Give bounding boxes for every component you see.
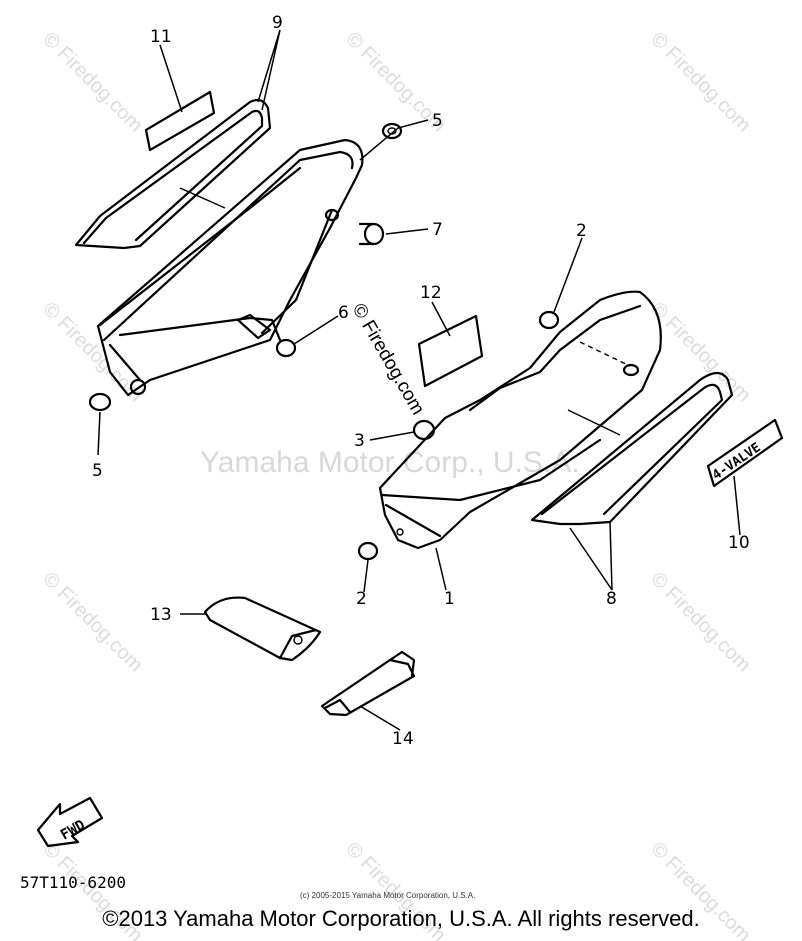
- callout-2-bottom: 2: [356, 589, 367, 609]
- callout-2-top: 2: [576, 221, 587, 241]
- callout-10: 10: [728, 533, 750, 553]
- part-10-emblem: 4-VALVE: [706, 418, 784, 488]
- small-copyright: (c) 2005-2015 Yamaha Motor Corporation, …: [300, 891, 475, 900]
- callout-5-top: 5: [432, 111, 443, 131]
- watermark-top-left: © Firedog.com: [38, 28, 147, 137]
- part-11-label: [144, 90, 216, 152]
- leader-lines: [97, 29, 741, 731]
- copyright-notice: ©2013 Yamaha Motor Corporation, U.S.A. A…: [102, 906, 700, 931]
- grommet-6: [275, 338, 297, 358]
- grommet-2-top: [538, 310, 560, 330]
- grommet-3: [412, 419, 436, 441]
- callout-5-bottom: 5: [92, 461, 103, 481]
- part-code: 57T110-6200: [20, 873, 126, 892]
- left-side-cover: [96, 138, 364, 397]
- grommet-5-bottom: [88, 392, 112, 412]
- callout-11: 11: [150, 27, 172, 47]
- bushing-7: [324, 208, 385, 246]
- callout-9: 9: [272, 13, 283, 33]
- callout-8: 8: [606, 589, 617, 609]
- watermark-mid-center: © Firedog.com: [348, 300, 429, 419]
- watermark-low-left: © Firedog.com: [38, 568, 147, 677]
- callouts: 11 9 5 7 12 6 2 3 5 10 2 1 8 13 14: [92, 13, 750, 749]
- grommet-5-top: [381, 122, 403, 140]
- callout-14: 14: [392, 729, 414, 749]
- watermark-top-right: © Firedog.com: [646, 28, 755, 137]
- watermark-center-text: Yamaha Motor Corp., U.S.A.: [200, 446, 580, 479]
- part-1-side-cover: [378, 290, 662, 550]
- part-12-label: [417, 314, 484, 388]
- fwd-label: FWD: [58, 817, 88, 844]
- fwd-arrow: FWD: [36, 796, 104, 848]
- callout-7: 7: [432, 220, 443, 240]
- callout-1: 1: [444, 589, 455, 609]
- grommet-2-bottom: [357, 541, 379, 561]
- part-13-tool-bag: [203, 596, 322, 662]
- part-9-molding: [74, 98, 272, 250]
- part-14-strap: [320, 650, 416, 717]
- callout-6: 6: [338, 303, 349, 323]
- callout-12: 12: [420, 283, 442, 303]
- callout-3: 3: [354, 431, 365, 451]
- watermark-low-right: © Firedog.com: [646, 568, 755, 677]
- part-8-molding: [530, 371, 734, 526]
- callout-13: 13: [150, 605, 172, 625]
